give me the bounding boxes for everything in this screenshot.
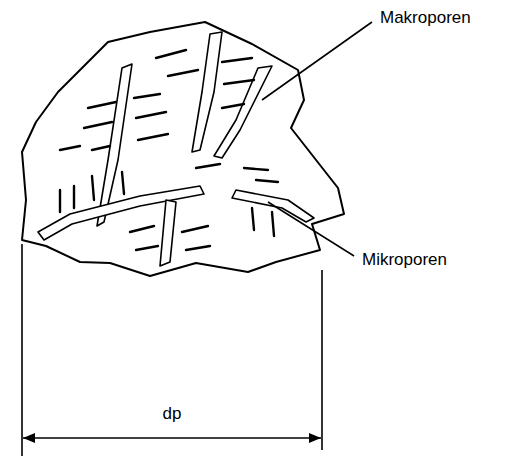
leader-line: [268, 202, 354, 256]
leader-line: [262, 22, 372, 100]
particle-outline: [22, 22, 344, 276]
extension-line: [21, 244, 23, 456]
pore-label: Mikroporen: [360, 250, 449, 269]
macropores: [38, 32, 314, 266]
pore-label: Makroporen: [378, 8, 473, 27]
extension-line: [321, 270, 323, 450]
dimension-label: dp: [161, 404, 184, 423]
micropores: [60, 50, 278, 250]
dimension-line: [23, 437, 321, 439]
